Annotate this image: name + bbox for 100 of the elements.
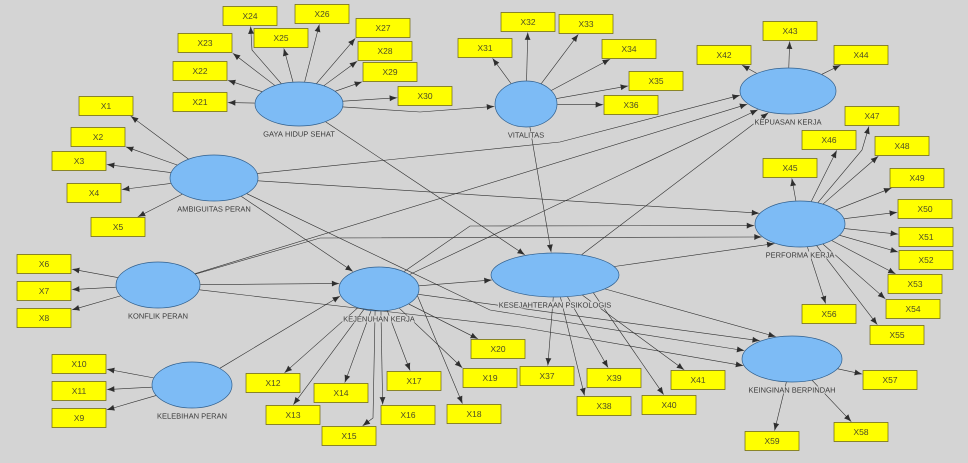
arrow <box>138 194 182 217</box>
indicator-box: X11 <box>52 381 106 401</box>
indicator-box: X18 <box>446 404 502 424</box>
indicator-box: X46 <box>802 130 856 150</box>
arrow <box>417 295 462 404</box>
arrow <box>284 308 358 373</box>
arrow <box>560 296 586 396</box>
arrow <box>844 210 897 219</box>
indicator-box: X14 <box>314 383 368 403</box>
indicator-box: X33 <box>558 14 614 34</box>
indicator-box: X53 <box>888 274 942 294</box>
indicator-box: X28 <box>358 41 412 61</box>
arrow <box>72 296 121 311</box>
arrow <box>604 288 776 338</box>
indicator-box: X34 <box>602 39 656 59</box>
arrow <box>342 104 494 112</box>
indicator-box: X32 <box>500 12 556 32</box>
arrow <box>408 304 478 339</box>
indicator-box: X4 <box>66 183 122 203</box>
indicator-box: X15 <box>322 426 376 446</box>
indicator-box: X16 <box>380 405 436 425</box>
arrow <box>811 150 837 202</box>
arrow <box>293 309 364 404</box>
construct-ellipse <box>116 262 200 308</box>
arrow <box>107 386 152 392</box>
arrow <box>844 228 898 236</box>
arrow <box>199 290 743 368</box>
arrow <box>380 311 386 404</box>
arrow <box>304 24 320 82</box>
arrow <box>131 116 189 160</box>
arrow <box>582 294 684 370</box>
indicator-box: X37 <box>520 366 574 386</box>
indicator-box: X40 <box>642 395 696 415</box>
indicator-box: X39 <box>586 368 642 388</box>
arrow <box>246 193 744 352</box>
indicator-box: X45 <box>762 158 818 178</box>
indicator-box: X6 <box>16 254 72 274</box>
arrow <box>546 297 554 366</box>
arrow <box>241 196 353 272</box>
arrow <box>524 32 530 81</box>
indicator-box: X55 <box>870 325 924 345</box>
construct-ellipse <box>494 80 558 128</box>
indicator-box: X24 <box>222 6 278 26</box>
indicator-box: X31 <box>458 38 512 58</box>
arrow <box>122 183 172 192</box>
indicator-box: X41 <box>670 370 726 390</box>
indicator-box: X22 <box>172 61 228 81</box>
indicator-box: X58 <box>834 422 888 442</box>
indicator-box: X38 <box>576 396 632 416</box>
arrow <box>344 310 372 382</box>
indicator-box: X8 <box>16 308 72 328</box>
indicator-box: X5 <box>90 217 146 237</box>
arrow <box>786 42 792 68</box>
arrow <box>228 80 262 92</box>
arrow <box>742 65 757 74</box>
arrow <box>233 53 275 86</box>
arrow <box>126 146 178 166</box>
arrow <box>557 102 603 108</box>
indicator-box: X47 <box>844 106 900 126</box>
indicator-box: X23 <box>178 33 232 53</box>
indicator-box: X59 <box>744 431 800 451</box>
indicator-box: X1 <box>78 96 134 116</box>
arrow <box>404 222 754 272</box>
arrow <box>816 245 878 324</box>
arrow <box>362 310 376 426</box>
arrow <box>316 38 356 84</box>
arrow <box>822 65 840 75</box>
arrow <box>387 310 410 370</box>
arrow <box>72 268 118 278</box>
indicator-box: X3 <box>52 151 106 171</box>
indicator-box: X42 <box>696 45 752 65</box>
indicator-box: X2 <box>70 127 126 147</box>
arrow <box>418 278 492 286</box>
arrow <box>72 286 116 292</box>
construct-ellipse <box>742 336 842 382</box>
arrow <box>283 48 294 82</box>
construct-ellipse <box>490 252 620 298</box>
indicator-box: X57 <box>862 370 918 390</box>
indicator-box: X36 <box>604 95 658 115</box>
arrow <box>107 162 172 173</box>
arrow <box>567 296 608 368</box>
indicator-box: X9 <box>52 408 106 428</box>
indicator-box: X35 <box>628 71 684 91</box>
indicator-box: X30 <box>398 86 452 106</box>
arrow <box>399 308 462 368</box>
construct-ellipse <box>754 200 846 248</box>
arrow <box>492 58 512 84</box>
arrow <box>790 178 796 202</box>
arrow <box>822 156 878 204</box>
indicator-box: X7 <box>16 281 72 301</box>
arrow <box>614 242 774 267</box>
indicator-box: X19 <box>462 368 518 388</box>
indicator-box: X25 <box>254 28 308 48</box>
construct-ellipse <box>740 68 836 114</box>
construct-ellipse <box>338 266 420 312</box>
arrow <box>324 61 357 86</box>
indicator-box: X54 <box>886 299 940 319</box>
indicator-box: X49 <box>890 168 944 188</box>
arrow <box>818 126 870 203</box>
arrow <box>418 294 760 343</box>
